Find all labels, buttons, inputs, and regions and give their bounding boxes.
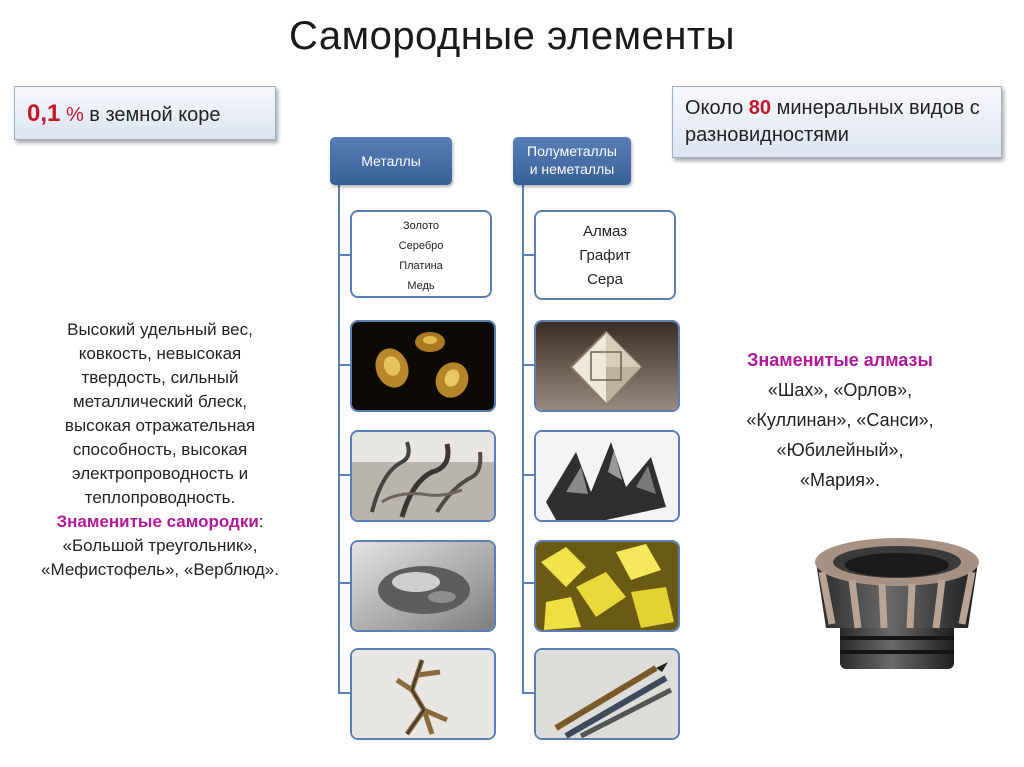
silver-wires-photo: [350, 430, 496, 522]
property-line: электропроводность и: [71, 464, 249, 483]
property-line: Высокий удельный вес,: [67, 320, 253, 339]
diamond-crystal-photo: [534, 320, 680, 412]
famous-nugget-line: «Мефистофель», «Верблюд».: [41, 560, 279, 579]
metal-item: Серебро: [398, 240, 444, 252]
nonmetals-connector-branch: [522, 474, 534, 476]
property-line: высокая отражательная: [64, 416, 256, 435]
nonmetals-connector-branch: [522, 364, 534, 366]
graphite-crystals-photo: [534, 430, 680, 522]
nonmetals-connector-branch: [522, 582, 534, 584]
page-title: Самородные элементы: [288, 14, 735, 58]
famous-nuggets-label: Знаменитые самородки: [56, 512, 259, 531]
diamond-line: «Мария».: [799, 470, 881, 490]
crust-percentage-unit: %: [65, 104, 84, 126]
nonmetal-item: Графит: [579, 247, 631, 264]
mineral-count-prefix: Около: [685, 97, 744, 119]
copper-dendrite-photo: [350, 648, 496, 740]
metals-connector-branch: [338, 582, 350, 584]
famous-nuggets-colon: :: [258, 512, 264, 531]
crust-percentage-callout: 0,1 % в земной коре: [14, 86, 276, 140]
crust-percentage-text: в земной коре: [89, 104, 221, 126]
crust-percentage-value: 0,1: [27, 100, 61, 127]
diamond-line: «Юбилейный»,: [776, 440, 904, 460]
famous-diamonds-label: Знаменитые алмазы: [747, 350, 933, 370]
property-line: способность, высокая: [72, 440, 248, 459]
property-line: ковкость, невысокая: [78, 344, 242, 363]
platinum-nugget-photo: [350, 540, 496, 632]
nonmetals-header: Полуметаллы и неметаллы: [513, 137, 631, 185]
nonmetal-item: Алмаз: [582, 223, 628, 240]
metals-connector-branch: [338, 254, 350, 256]
nonmetals-connector-branch: [522, 692, 534, 694]
property-line: теплопроводность.: [84, 488, 236, 507]
metals-connector-branch: [338, 692, 350, 694]
mineral-count-callout: Около 80 минеральных видов с разновиднос…: [672, 86, 1002, 158]
gold-nuggets-photo: [350, 320, 496, 412]
nonmetal-item: Сера: [587, 271, 623, 288]
property-line: металлический блеск,: [73, 392, 247, 411]
diamond-drill-bit-image: [802, 528, 992, 678]
nonmetals-list-box: Алмаз Графит Сера: [534, 210, 676, 300]
metal-item: Золото: [403, 220, 439, 232]
mineral-count-value: 80: [748, 97, 772, 119]
property-line: твердость, сильный: [81, 368, 239, 387]
metal-item: Платина: [399, 260, 443, 272]
metals-connector-branch: [338, 364, 350, 366]
famous-diamonds-text: Знаменитые алмазы «Шах», «Орлов», «Кулли…: [700, 345, 980, 495]
metals-connector-trunk: [338, 185, 340, 693]
diamond-line: «Шах», «Орлов»,: [767, 380, 913, 400]
metal-item: Медь: [407, 280, 435, 292]
nonmetals-connector-trunk: [522, 185, 524, 693]
mineral-count-text: минеральных видов с разновидностями: [685, 97, 980, 146]
famous-nugget-line: «Большой треугольник»,: [62, 536, 258, 555]
metals-list-box: Золото Серебро Платина Медь: [350, 210, 492, 298]
metals-properties-text: Высокий удельный вес, ковкость, невысока…: [10, 318, 310, 582]
nonmetals-connector-branch: [522, 254, 534, 256]
sulfur-crystals-photo: [534, 540, 680, 632]
metals-connector-branch: [338, 474, 350, 476]
graphite-pencils-photo: [534, 648, 680, 740]
metals-header: Металлы: [330, 137, 452, 185]
diamond-line: «Куллинан», «Санси»,: [746, 410, 934, 430]
